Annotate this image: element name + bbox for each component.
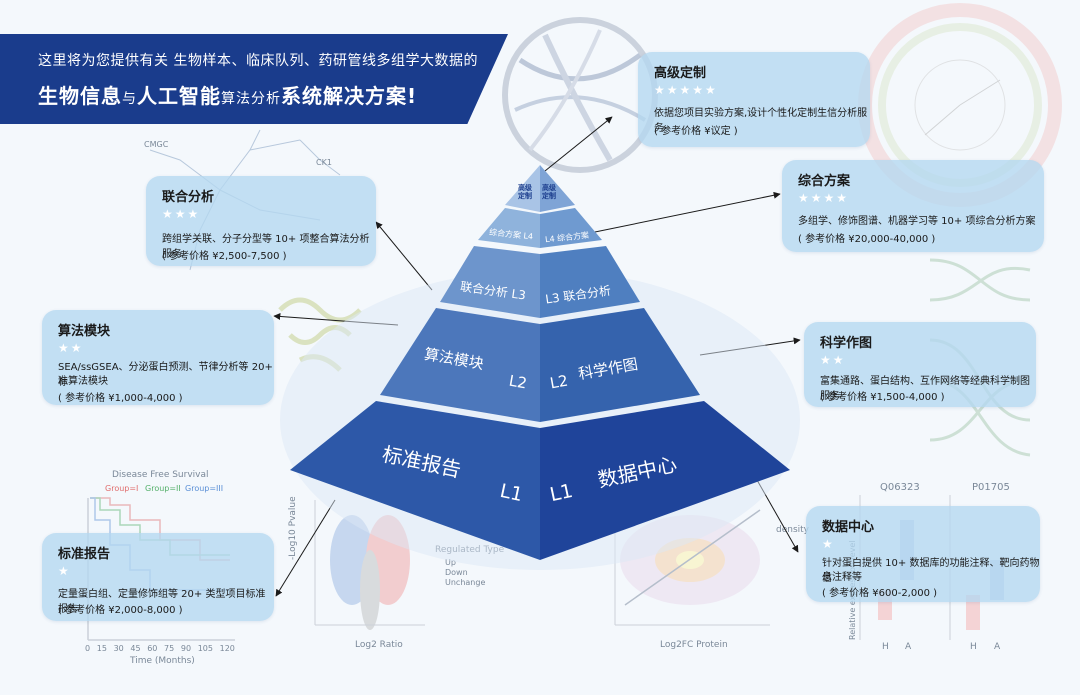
arrow-comprehensive [594,191,781,233]
card-algo-title: 算法模块 [58,324,111,339]
survival-legend-2: Group=II [145,484,181,493]
pyramid-l2-right [540,308,700,422]
survival-tick: 75 [164,644,175,653]
pyramid-l1-left [290,401,540,560]
card-algo-desc-2: 准算法模块 [58,376,108,387]
survival-tick: 105 [197,644,213,653]
box-x-2: A [905,642,912,652]
card-comprehensive-stars: ★★★★ [798,191,850,205]
card-algo-stars: ★★ [58,341,84,355]
card-data-stars: ★ [822,537,835,551]
box-id-2: P01705 [972,482,1010,493]
survival-title: Disease Free Survival [112,470,209,480]
card-custom-title: 高级定制 [654,66,707,81]
card-joint-price: ( 参考价格 ¥2,500-7,500 ) [162,251,287,262]
banner-line2: 生物信息与人工智能算法分析系统解决方案! [38,80,417,109]
banner-algo: 算法分析 [221,91,281,107]
header-banner [0,34,508,124]
card-data-price: ( 参考价格 ¥600-2,000 ) [822,588,938,599]
banner-bioinfo: 生物信息 [38,84,122,108]
survival-tick: 120 [219,644,235,653]
card-sci: 科学作图 ★★ 富集通路、蛋白结构、互作网络等经典科学制图服务 ( 参考价格 ¥… [804,322,1036,407]
card-report-title: 标准报告 [58,547,111,562]
card-joint: 联合分析 ★★★ 跨组学关联、分子分型等 10+ 项整合算法分析服务 ( 参考价… [146,176,376,266]
survival-legend-3: Group=III [185,484,224,493]
survival-tick: 15 [96,644,107,653]
volcano-legend-unchange: Unchange [445,578,486,587]
pyramid-l2-left [380,308,540,422]
tree-label-ck1: CK1 [316,158,332,167]
survival-tick: 60 [147,644,158,653]
pyramid-l2-left-level: L2 [507,371,529,393]
survival-xlabel: Time (Months) [130,656,195,666]
tree-label-cmgc: CMGC [144,140,169,149]
volcano-legend-up: Up [445,558,456,567]
card-algo: 算法模块 ★★ SEA/ssGSEA、分泌蛋白预测、节律分析等 20+ 标 准算… [42,310,274,405]
card-algo-desc-1: SEA/ssGSEA、分泌蛋白预测、节律分析等 20+ 标 [58,362,273,388]
survival-tick: 30 [113,644,124,653]
card-report-stars: ★ [58,564,71,578]
pyramid-top-left-label: 高级 定制 [518,184,532,200]
pyramid-l3-left [440,246,540,318]
banner-ai: 人工智能 [137,84,221,108]
card-joint-desc: 跨组学关联、分子分型等 10+ 项整合算法分析服务 [162,234,370,260]
card-custom-price: ( 参考价格 ¥议定 ) [654,126,738,137]
card-sci-price: ( 参考价格 ¥1,500-4,000 ) [820,392,945,403]
card-comprehensive-title: 综合方案 [798,174,851,189]
survival-tick: 0 [85,644,91,653]
card-report-desc: 定量蛋白组、定量修饰组等 20+ 类型项目标准报告 [58,589,266,615]
survival-x-ticks: 0 15 30 45 60 75 90 105 120 [85,644,235,653]
pyramid-l2-right-level: L2 [548,371,570,393]
box-x-3: H [970,642,977,652]
survival-legend-1: Group=I [105,484,139,493]
volcano-legend-down: Down [445,568,468,577]
arrow-custom [539,116,613,176]
scatter-xlabel: Log2FC Protein [660,640,728,650]
card-joint-title: 联合分析 [162,190,215,205]
box-x-4: A [994,642,1001,652]
banner-and: 与 [122,91,137,107]
scatter-density-label: density [776,525,809,535]
volcano-xlabel: Log2 Ratio [355,640,403,650]
card-data-desc-2: 息注释等 [822,572,862,583]
arrow-joint [375,221,433,291]
box-x-1: H [882,642,889,652]
card-comprehensive: 综合方案 ★★★★ 多组学、修饰图谱、机器学习等 10+ 项综合分析方案 ( 参… [782,160,1044,252]
card-sci-stars: ★★ [820,353,846,367]
pyramid-l4-right [540,208,602,248]
survival-tick: 90 [180,644,192,653]
card-custom-stars: ★★★★★ [654,83,718,97]
card-sci-title: 科学作图 [820,336,873,351]
arrow-report [275,499,336,597]
pyramid-top-right [540,165,575,212]
card-report-price: ( 参考价格 ¥2,000-8,000 ) [58,605,183,616]
pyramid-l1-right [540,401,790,560]
box-id-1: Q06323 [880,482,920,493]
card-comprehensive-desc: 多组学、修饰图谱、机器学习等 10+ 项综合分析方案 [798,216,1036,227]
card-data-desc-1: 针对蛋白提供 10+ 数据库的功能注释、靶向药物信 [822,558,1040,584]
card-custom-desc: 依据您项目实验方案,设计个性化定制生信分析服务 [654,108,868,134]
card-data-title: 数据中心 [822,520,875,535]
pyramid-l1-right-level: L1 [547,479,575,507]
pyramid-l3-right [540,246,640,318]
survival-tick: 45 [130,644,141,653]
card-custom: 高级定制 ★★★★★ 依据您项目实验方案,设计个性化定制生信分析服务 ( 参考价… [638,52,870,147]
pyramid-top-left [505,165,540,212]
pyramid-l4-left [478,208,540,248]
pyramid-l1-left-level: L1 [497,479,525,507]
card-sci-desc: 富集通路、蛋白结构、互作网络等经典科学制图服务 [820,376,1030,402]
banner-line1: 这里将为您提供有关 生物样本、临床队列、药研管线多组学大数据的 [38,53,478,69]
pyramid-top-right-label: 高级 定制 [542,184,556,200]
card-joint-stars: ★★★ [162,207,201,221]
card-algo-price: ( 参考价格 ¥1,000-4,000 ) [58,393,183,404]
card-report: 标准报告 ★ 定量蛋白组、定量修饰组等 20+ 类型项目标准报告 ( 参考价格 … [42,533,274,621]
banner-solution: 系统解决方案! [281,84,418,108]
card-data: 数据中心 ★ 针对蛋白提供 10+ 数据库的功能注释、靶向药物信 息注释等 ( … [806,506,1040,602]
card-comprehensive-price: ( 参考价格 ¥20,000-40,000 ) [798,234,936,245]
